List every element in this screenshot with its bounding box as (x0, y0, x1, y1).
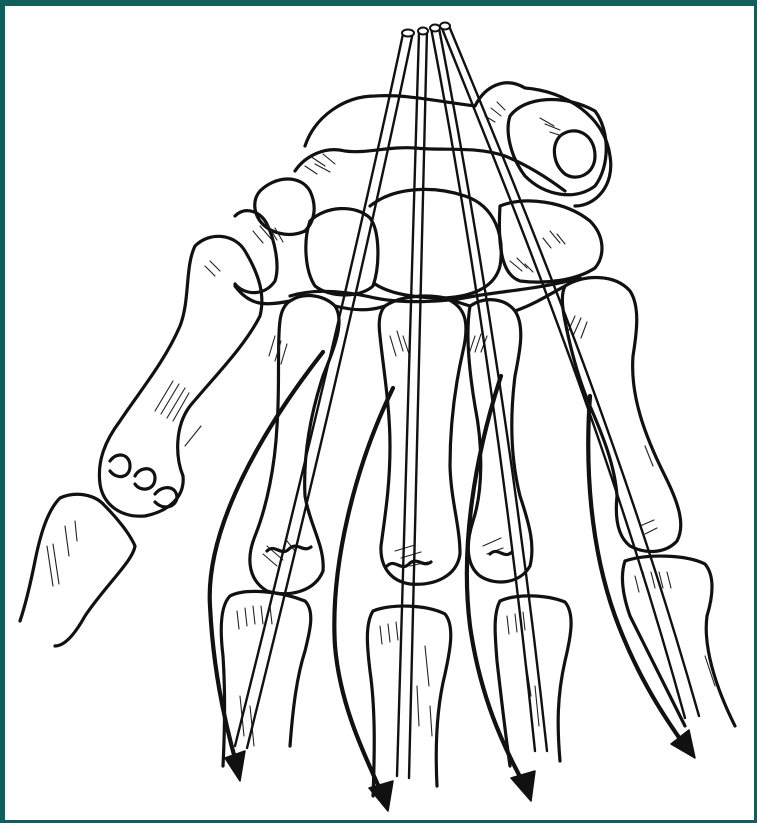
trapezoid-bone (306, 209, 378, 295)
carpal-hatching-4 (510, 258, 533, 272)
proximal-hatching-middle (380, 622, 432, 736)
middle-finger-flexion-arrow (334, 388, 393, 796)
little-proximal-phalanx (623, 556, 735, 726)
pisiform-bone (508, 100, 606, 195)
thumb-metacarpal (99, 236, 261, 516)
ring-arrowhead (511, 771, 535, 801)
illustration-canvas (5, 6, 754, 820)
thumb-joint-notch-1 (110, 455, 130, 477)
carpal-row-upper (295, 148, 565, 191)
thumb-phalanx-hatching (47, 521, 77, 586)
index-arrowhead (225, 751, 245, 781)
index-finger-flexion-arrow (210, 352, 323, 766)
tendon-4-left (441, 26, 685, 718)
tendon-end-2 (418, 28, 428, 35)
thumb-proximal-phalanx (20, 494, 135, 646)
middle-metacarpal (379, 296, 466, 584)
tendon-end-4 (440, 23, 450, 30)
thumb-bones (20, 236, 262, 646)
carpal-hatching-2 (540, 118, 562, 136)
trapezium-bone (255, 179, 314, 234)
flexor-tendons (235, 23, 699, 779)
tendon-3-left (431, 28, 535, 751)
tendon-end-3 (430, 25, 440, 32)
tendon-1-right (247, 32, 413, 748)
pisiform-inner (554, 131, 595, 177)
metacarpal-bones (235, 278, 681, 594)
tendon-end-1 (402, 30, 414, 37)
proximal-hatching-index (237, 606, 272, 746)
joint-squiggle-index (267, 546, 311, 551)
thumb-joint-notch-3 (155, 488, 177, 507)
capitate-bone (370, 189, 501, 298)
hand-skeleton-drawing (5, 6, 754, 820)
tendon-2-left (397, 32, 419, 776)
tendon-2-right (409, 30, 427, 778)
index-metacarpal (250, 296, 339, 594)
carpal-hatching-6 (543, 231, 565, 248)
joint-squiggle-middle (387, 561, 431, 566)
joint-squiggle-ring (490, 551, 512, 554)
scaphoid-bone (235, 211, 277, 293)
thumb-joint-notch-2 (135, 469, 155, 489)
